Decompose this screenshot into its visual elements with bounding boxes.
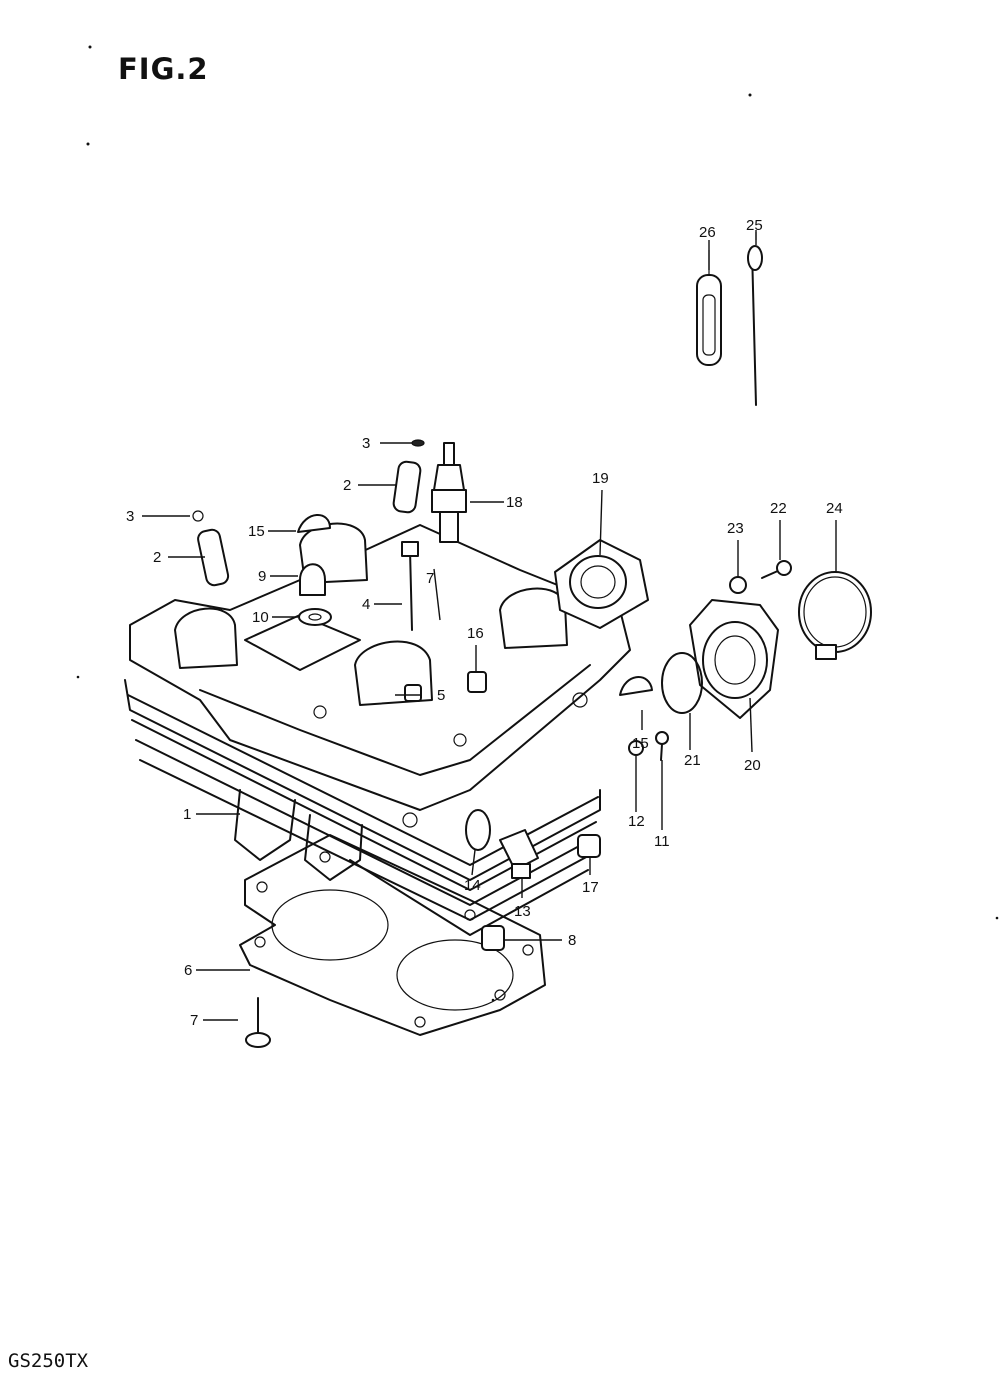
callout-12: 12 [628,813,645,830]
callout-19: 19 [592,470,609,487]
part-7-bolt [245,997,271,1048]
callout-3: 3 [362,435,370,452]
callout-1: 1 [183,806,191,823]
part-14-seal [465,809,491,851]
callout-5: 5 [437,687,445,704]
part-23-nut [729,576,747,594]
part-12-washer [628,740,644,756]
callout-11: 11 [654,833,670,850]
callout-21: 21 [684,752,701,769]
part-15-key-lower [619,676,653,696]
part-2-valve-guide-upper [392,439,425,514]
part-17-cap [577,834,601,858]
callout-2: 2 [343,477,351,494]
callout-16: 16 [467,625,484,642]
callout-4: 4 [362,596,370,613]
scan-specks [76,45,999,1002]
part-9-cap-nut [298,563,332,626]
part-8-dowel [481,925,505,951]
part-16-dowel [467,671,487,693]
callout-8: 8 [568,932,576,949]
callout-18: 18 [506,494,523,511]
part-20-intake-pipe [689,599,779,719]
part-15-key-upper [297,514,331,533]
part-19-intake-pipe [554,539,649,629]
part-25-rod [747,232,763,406]
model-code: GS250TX [8,1350,89,1372]
callout-13: 13 [514,903,531,920]
callout-25: 25 [746,217,763,234]
part-13-plug [499,829,539,879]
cylinder-head-gasket [239,834,546,1036]
callout-9: 9 [258,568,266,585]
callout-2: 2 [153,549,161,566]
callout-14: 14 [464,877,481,894]
part-18-spark-plug [431,442,467,543]
callout-15: 15 [632,735,649,752]
callout-23: 23 [727,520,744,537]
callout-7: 7 [426,570,434,587]
callout-20: 20 [744,757,761,774]
callout-6: 6 [184,962,192,979]
part-24-hose-clamp [798,571,872,660]
part-11-screw [655,731,669,761]
callout-3: 3 [126,508,134,525]
part-4-stud [401,541,419,631]
figure-title: FIG.2 [118,52,209,86]
part-5-dowel [404,684,422,702]
callout-15: 15 [248,523,265,540]
callout-26: 26 [699,224,716,241]
part-2-valve-guide-left [192,510,230,587]
callout-7: 7 [190,1012,198,1029]
callout-24: 24 [826,500,843,517]
callout-17: 17 [582,879,599,896]
callout-10: 10 [252,609,269,626]
part-26-strap [696,250,722,366]
cylinder-head [124,522,631,936]
callout-labels: 3 2 18 3 2 15 9 10 4 7 5 16 19 23 22 24 … [126,217,843,1029]
callout-22: 22 [770,500,787,517]
part-21-o-ring [661,652,703,714]
leader-lines [142,230,837,1021]
part-22-screw [761,560,792,579]
